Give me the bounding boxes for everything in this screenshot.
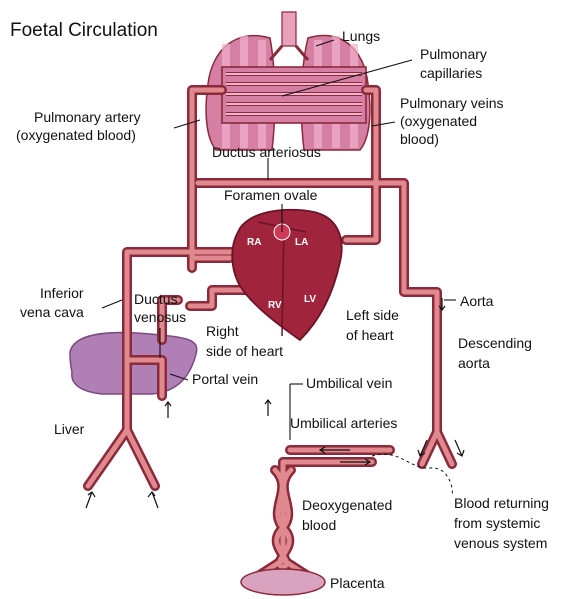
heart-chamber-lv: LV xyxy=(304,294,316,305)
label-pulmonary-capillaries-2: capillaries xyxy=(420,65,482,81)
label-descending-aorta-1: Descending xyxy=(458,335,532,351)
heart: RA LA RV LV xyxy=(232,210,341,340)
placenta xyxy=(241,569,325,595)
label-lungs: Lungs xyxy=(342,28,380,44)
label-right-side-of-heart-2: side of heart xyxy=(206,343,283,359)
label-aorta: Aorta xyxy=(460,293,494,309)
label-liver: Liver xyxy=(54,421,85,437)
label-inferior-vena-cava-2: vena cava xyxy=(20,304,84,320)
label-blood-returning-2: from systemic xyxy=(454,515,540,531)
label-blood-returning-3: venous system xyxy=(454,535,547,551)
label-umbilical-arteries: Umbilical arteries xyxy=(290,415,397,431)
label-pulmonary-veins-3: blood) xyxy=(400,131,439,147)
label-right-side-of-heart-1: Right xyxy=(206,323,239,339)
label-placenta: Placenta xyxy=(330,575,385,591)
label-blood-returning-1: Blood returning xyxy=(454,495,549,511)
label-inferior-vena-cava-1: Inferior xyxy=(40,285,84,301)
heart-chamber-ra: RA xyxy=(247,237,261,248)
label-deoxygenated-blood-1: Deoxygenated xyxy=(302,497,392,513)
label-pulmonary-artery-2: (oxygenated blood) xyxy=(16,127,136,143)
heart-chamber-rv: RV xyxy=(268,300,282,311)
label-deoxygenated-blood-2: blood xyxy=(302,517,336,533)
diagram-title: Foetal Circulation xyxy=(10,20,158,41)
label-portal-vein: Portal vein xyxy=(192,371,258,387)
label-pulmonary-capillaries-1: Pulmonary xyxy=(420,46,487,62)
label-ductus-venosus-1: Ductus xyxy=(134,291,178,307)
label-pulmonary-veins-1: Pulmonary veins xyxy=(400,95,504,111)
label-ductus-venosus-2: venosus xyxy=(134,309,186,325)
label-ductus-arteriosus: Ductus arteriosus xyxy=(212,144,321,160)
heart-chamber-la: LA xyxy=(295,237,308,248)
label-foramen-ovale: Foramen ovale xyxy=(224,187,318,203)
label-umbilical-vein: Umbilical vein xyxy=(306,375,392,391)
label-descending-aorta-2: aorta xyxy=(458,355,490,371)
label-left-side-of-heart-2: of heart xyxy=(346,327,394,343)
label-pulmonary-artery-1: Pulmonary artery xyxy=(34,109,141,125)
label-left-side-of-heart-1: Left side xyxy=(346,307,399,323)
label-pulmonary-veins-2: (oxygenated xyxy=(400,113,477,129)
